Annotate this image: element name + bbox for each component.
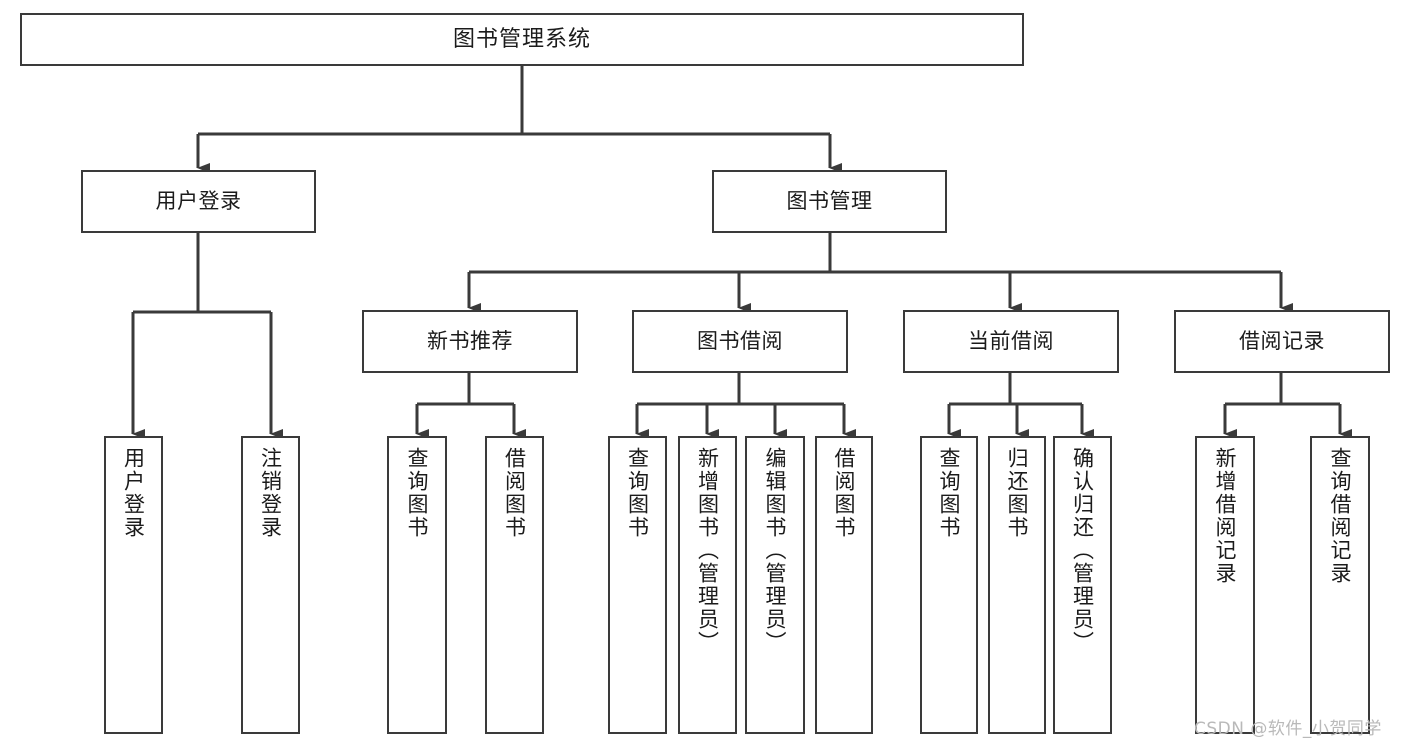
- node-book-borrow[interactable]: 图书借阅: [632, 310, 848, 373]
- leaf-bb-edit-book-admin[interactable]: 编辑图书（管理员）: [745, 436, 805, 734]
- node-label: 查询图书: [625, 447, 650, 539]
- node-label: 查询图书: [405, 447, 430, 539]
- node-label: 查询借阅记录: [1328, 447, 1353, 585]
- leaf-nb-borrow-book[interactable]: 借阅图书: [485, 436, 544, 734]
- leaf-cb-query-book[interactable]: 查询图书: [920, 436, 978, 734]
- csdn-watermark: CSDN @软件_小贺同学: [1194, 719, 1382, 739]
- node-label: 新增图书（管理员）: [695, 447, 720, 654]
- node-label: 用户登录: [155, 189, 242, 214]
- leaf-logout[interactable]: 注销登录: [241, 436, 300, 734]
- leaf-user-login[interactable]: 用户登录: [104, 436, 163, 734]
- leaf-nb-query-book[interactable]: 查询图书: [387, 436, 447, 734]
- node-label: 用户登录: [121, 447, 146, 539]
- node-label: 新增借阅记录: [1213, 447, 1238, 585]
- node-label: 查询图书: [937, 447, 962, 539]
- node-root-system[interactable]: 图书管理系统: [20, 13, 1024, 66]
- node-book-management[interactable]: 图书管理: [712, 170, 947, 233]
- node-label: 新书推荐: [427, 329, 513, 354]
- node-borrow-record[interactable]: 借阅记录: [1174, 310, 1390, 373]
- node-label: 图书管理: [786, 189, 873, 214]
- leaf-br-query-record[interactable]: 查询借阅记录: [1310, 436, 1370, 734]
- leaf-cb-return-book[interactable]: 归还图书: [988, 436, 1046, 734]
- leaf-bb-query-book[interactable]: 查询图书: [608, 436, 667, 734]
- node-new-book-recommend[interactable]: 新书推荐: [362, 310, 578, 373]
- leaf-br-add-record[interactable]: 新增借阅记录: [1195, 436, 1255, 734]
- node-label: 借阅记录: [1239, 329, 1325, 354]
- leaf-bb-borrow-book[interactable]: 借阅图书: [815, 436, 873, 734]
- node-label: 注销登录: [258, 447, 283, 539]
- node-label: 确认归还（管理员）: [1070, 447, 1095, 654]
- node-label: 借阅图书: [502, 447, 527, 539]
- node-user-login[interactable]: 用户登录: [81, 170, 316, 233]
- node-label: 归还图书: [1005, 447, 1030, 539]
- node-label: 当前借阅: [968, 329, 1054, 354]
- node-label: 借阅图书: [832, 447, 857, 539]
- node-label: 图书管理系统: [452, 26, 591, 52]
- node-label: 编辑图书（管理员）: [763, 447, 788, 654]
- leaf-bb-add-book-admin[interactable]: 新增图书（管理员）: [678, 436, 737, 734]
- node-label: 图书借阅: [697, 329, 783, 354]
- leaf-cb-confirm-return-admin[interactable]: 确认归还（管理员）: [1053, 436, 1112, 734]
- node-current-borrow[interactable]: 当前借阅: [903, 310, 1119, 373]
